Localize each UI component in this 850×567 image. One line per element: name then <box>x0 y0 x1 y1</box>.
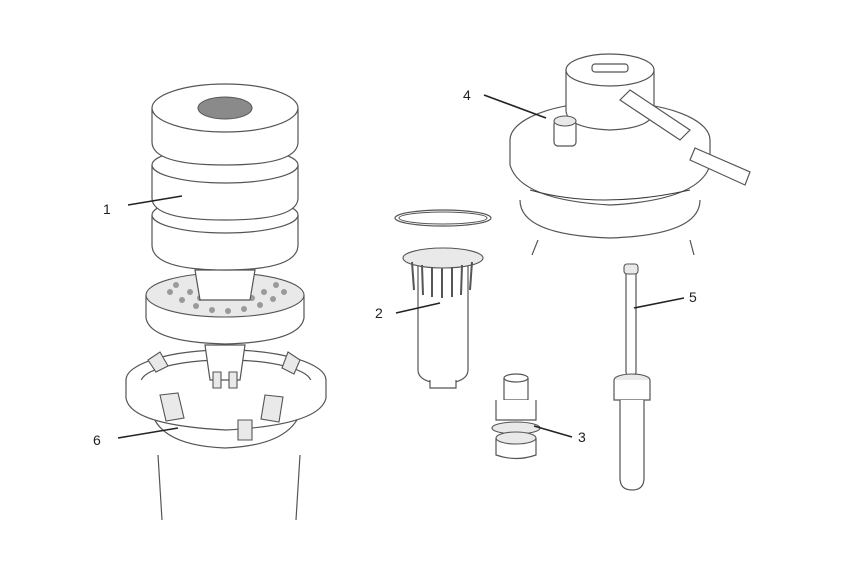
leader-line-6 <box>117 427 179 439</box>
leader-line-5 <box>633 297 685 309</box>
callout-labels: 1 2 3 4 5 6 <box>93 87 697 448</box>
callout-1: 1 <box>103 201 111 217</box>
part-3-connector <box>491 373 541 460</box>
leader-line-2 <box>395 302 441 314</box>
part-4-lid <box>509 53 751 256</box>
callout-6: 6 <box>93 432 101 448</box>
callout-5: 5 <box>689 289 697 305</box>
part-6-housing <box>125 349 327 521</box>
callout-3: 3 <box>578 429 586 445</box>
part-1-filter-foams <box>145 83 305 389</box>
leader-line-4 <box>483 94 547 119</box>
part-5-uv-lamp <box>613 263 651 491</box>
part-2-inner-filter <box>394 209 492 389</box>
callout-4: 4 <box>463 87 471 103</box>
leader-line-3 <box>533 425 573 438</box>
leader-line-1 <box>127 195 183 206</box>
leader-lines <box>117 94 685 439</box>
callout-2: 2 <box>375 305 383 321</box>
